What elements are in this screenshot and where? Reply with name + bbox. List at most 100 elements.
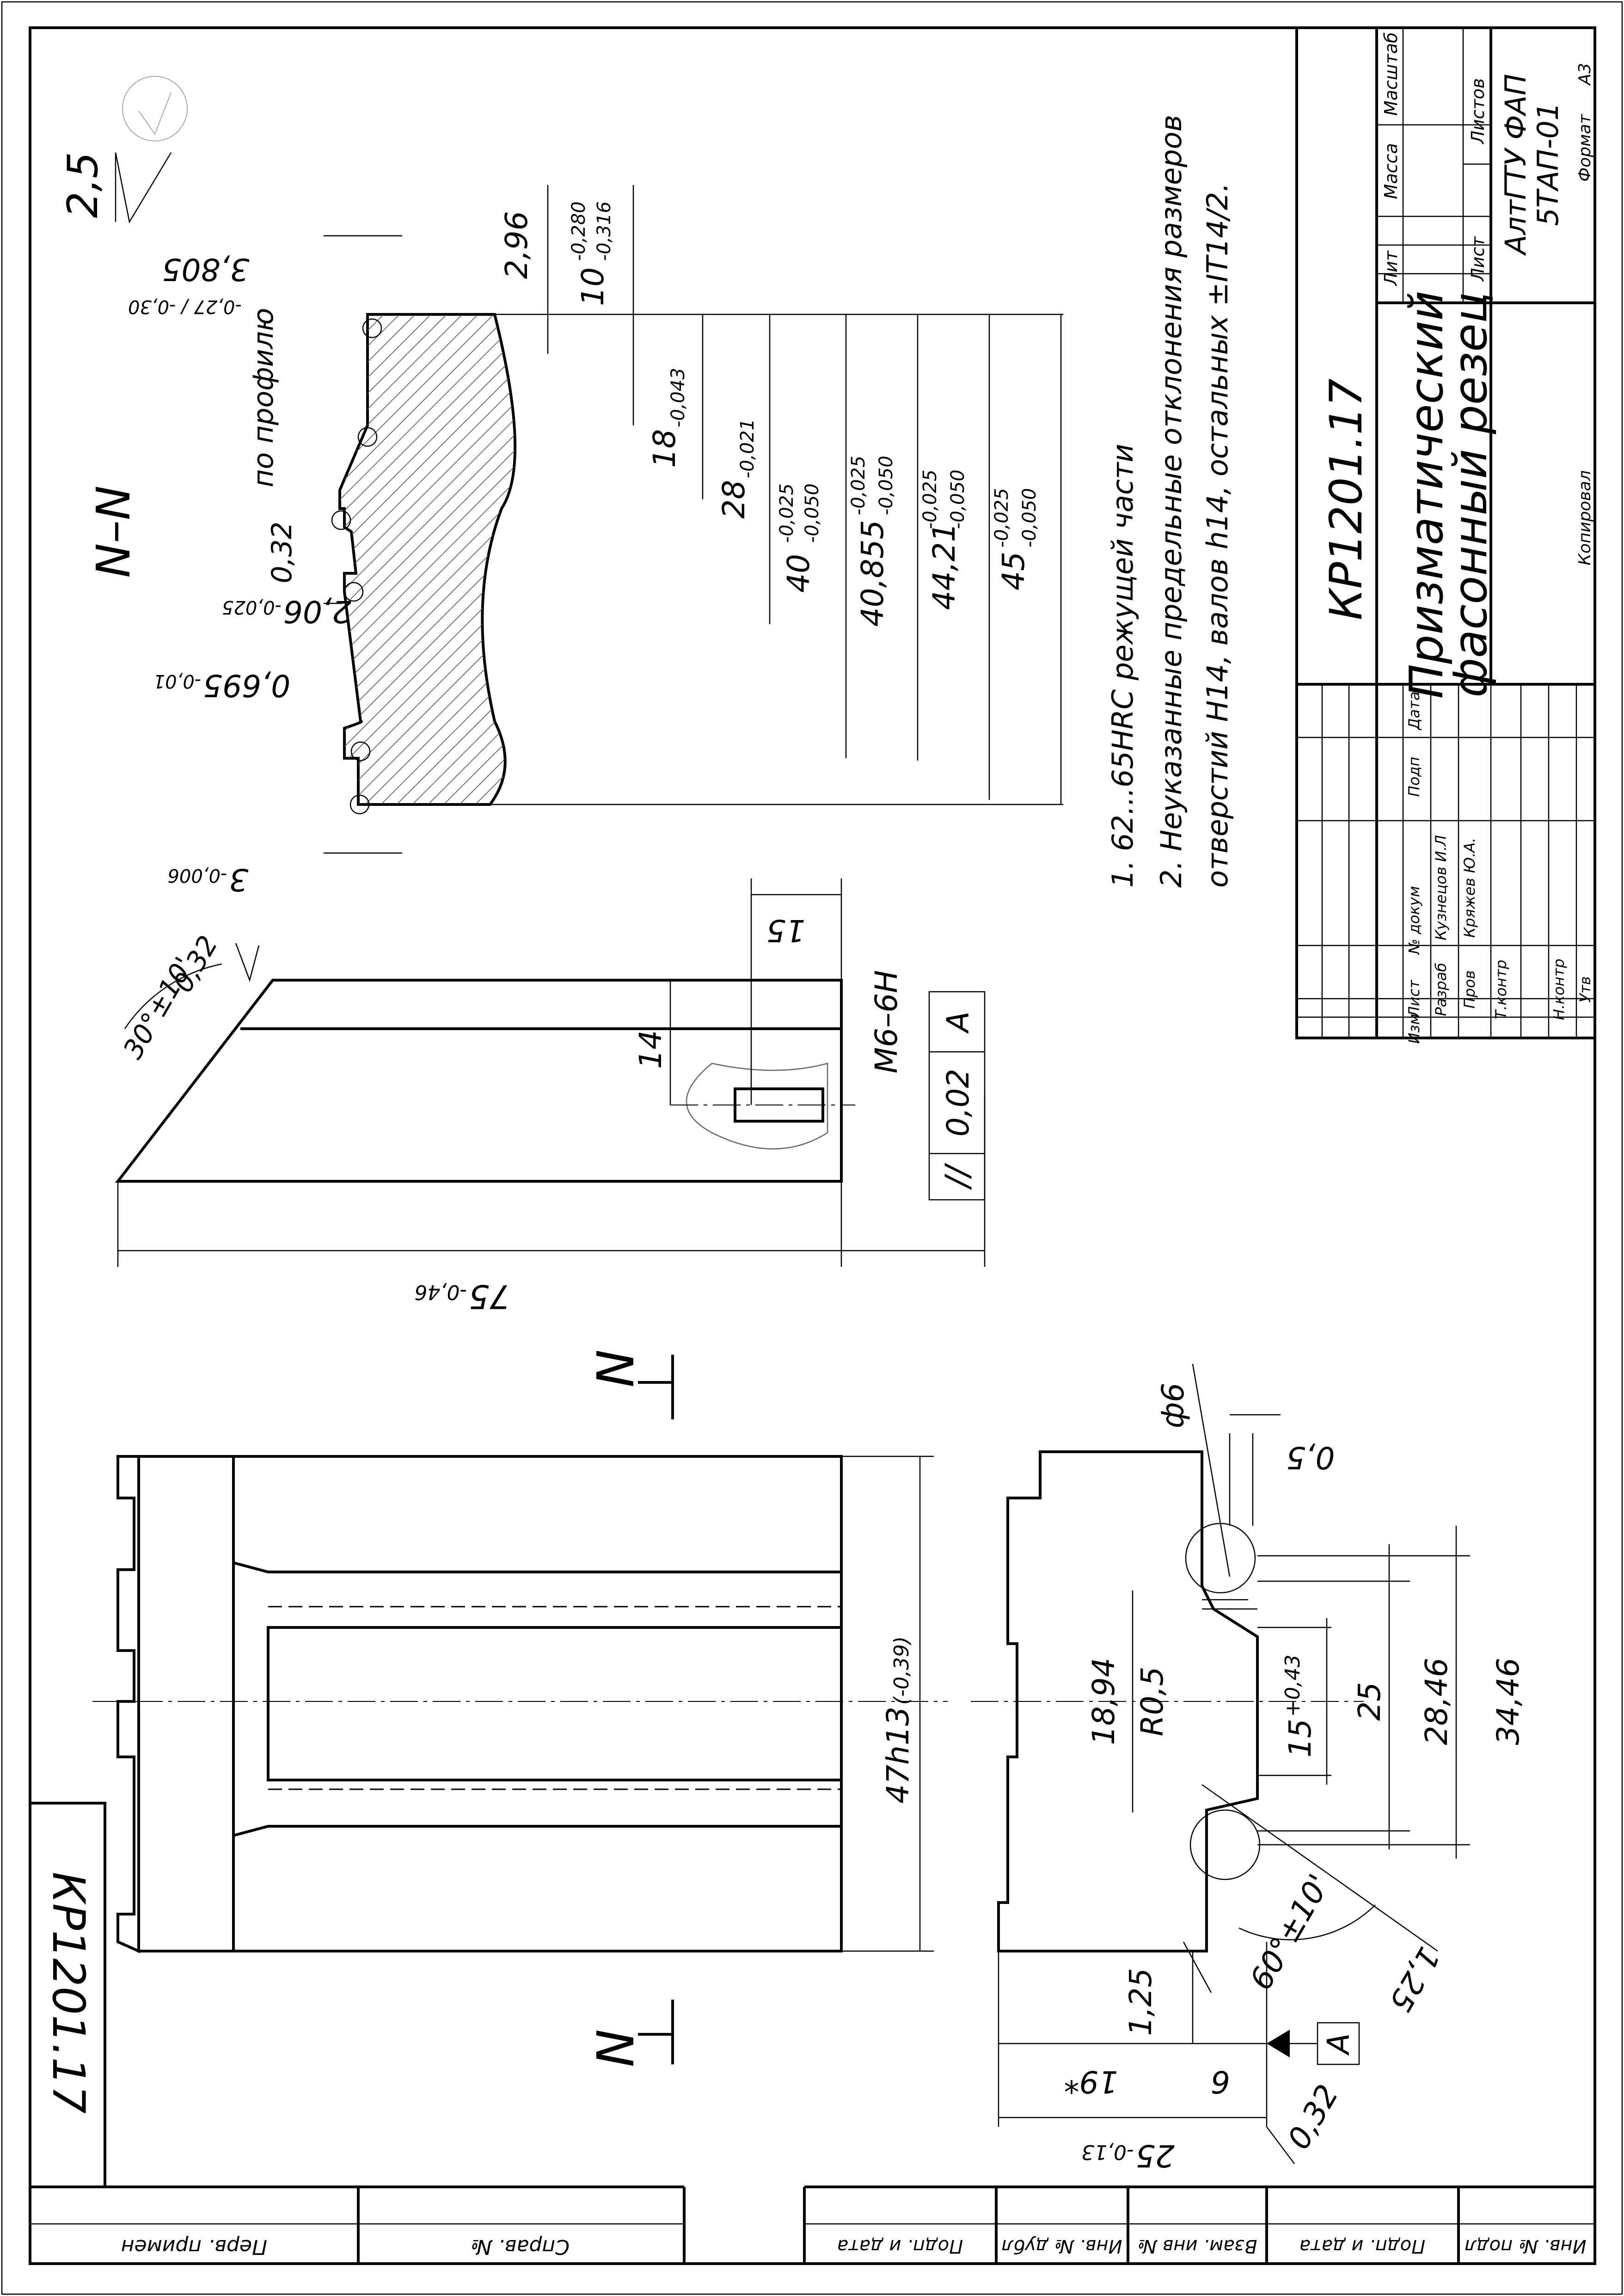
title-org-line2: 5ТАП-01 bbox=[1531, 102, 1565, 226]
section-nn-outline bbox=[0, 301, 517, 855]
dim-25-bottom: 25-0,13 bbox=[1081, 2138, 1175, 2173]
note-line-1: 1. 62...65HRC режущей части bbox=[1106, 444, 1140, 888]
rev-header-list: Лист bbox=[1405, 979, 1423, 1018]
hatch-line bbox=[340, 314, 477, 804]
cut-label-top: N bbox=[586, 1350, 645, 1387]
hatch-line bbox=[340, 314, 515, 804]
dim-15-bottom: 15+0,43 bbox=[1281, 1655, 1318, 1758]
role-razrab: Разраб bbox=[1432, 963, 1450, 1016]
dim-angle60: 60°±10' bbox=[1243, 1868, 1337, 1996]
dim-45: 45 bbox=[996, 552, 1031, 590]
title-col-lit: Лит bbox=[1381, 250, 1401, 286]
title-format-value: А3 bbox=[1575, 63, 1594, 86]
stamp-doc-code: КР1201.17 bbox=[43, 1872, 94, 2113]
hatch-line bbox=[340, 314, 515, 804]
hatch-line bbox=[340, 314, 515, 804]
title-org-line1: АлтГТУ ФАП bbox=[1499, 74, 1532, 256]
stamp-sign-date-1: Подп. и дата bbox=[837, 2235, 963, 2257]
hatch-line bbox=[340, 314, 515, 804]
dim-10-up: -0,280 bbox=[568, 202, 589, 261]
name-razrab: Кузнецов И.Л bbox=[1432, 835, 1450, 940]
side-view bbox=[115, 878, 986, 1267]
hatch-line bbox=[340, 314, 429, 804]
hatch-line bbox=[340, 314, 508, 804]
title-col-mass: Масса bbox=[1381, 143, 1401, 199]
dim-15-side: 15 bbox=[766, 913, 805, 948]
hatch-line bbox=[340, 314, 382, 804]
bottom-stamp bbox=[29, 1802, 1595, 2264]
title-sheets: Листов bbox=[1468, 78, 1488, 145]
hatch-line bbox=[340, 314, 515, 804]
dim-19: 19* bbox=[1064, 2064, 1118, 2100]
hatch-line bbox=[340, 314, 515, 804]
role-prov: Пров bbox=[1461, 970, 1478, 1009]
roughness-symbol bbox=[115, 76, 188, 224]
hatch-line bbox=[408, 314, 515, 804]
hatch-line bbox=[345, 314, 515, 804]
hatch-line bbox=[340, 314, 367, 804]
hatch-line bbox=[340, 314, 515, 804]
title-doc-code: КР1201.17 bbox=[1320, 378, 1372, 620]
drawing-frame bbox=[29, 26, 1596, 2265]
hatch-line bbox=[0, 301, 52, 855]
title-col-scale: Масштаб bbox=[1381, 32, 1401, 116]
dim-75: 75-0,46 bbox=[415, 1277, 510, 1315]
dim-125-a: 1,25 bbox=[1123, 1968, 1158, 2036]
rev-header-doc: № докум bbox=[1405, 886, 1423, 955]
stamp-sign-date-2: Подп. и дата bbox=[1299, 2235, 1425, 2257]
dim-6: 6 bbox=[1211, 2064, 1230, 2100]
hatch-line bbox=[0, 301, 288, 855]
dim-R05: R0,5 bbox=[1134, 1667, 1170, 1737]
hatch-line bbox=[340, 314, 515, 804]
hatch-line bbox=[0, 301, 20, 855]
hatch-line bbox=[340, 314, 515, 804]
dim-45-up: -0,025 bbox=[991, 488, 1012, 548]
hatch-line bbox=[340, 314, 515, 804]
hatch-line bbox=[340, 314, 515, 804]
datum-a: A bbox=[1321, 2033, 1356, 2056]
section-hatching bbox=[0, 301, 515, 855]
title-format-label: Формат bbox=[1575, 114, 1594, 182]
rev-header-sign: Подп bbox=[1405, 757, 1423, 797]
frame-tolerance: 0,02 bbox=[940, 1069, 976, 1137]
section-label: N–N bbox=[86, 485, 141, 578]
hatch-line bbox=[340, 314, 515, 804]
hatch-line bbox=[392, 314, 515, 804]
dim-18-tol: -0,043 bbox=[668, 368, 689, 428]
dim-25: 25 bbox=[1352, 1682, 1387, 1721]
dim-4421-lo: -0,050 bbox=[947, 470, 968, 529]
note-line-3: отверстий H14, валов h14, остальных ±IT1… bbox=[1201, 183, 1234, 888]
dim-28: 28 bbox=[716, 480, 752, 519]
hatch-line bbox=[377, 314, 515, 804]
bottom-roughness: 0,32 bbox=[1281, 2079, 1345, 2155]
name-prov: Кряжев Ю.А. bbox=[1461, 838, 1478, 938]
roughness-value: 2,5 bbox=[59, 152, 107, 218]
dim-40855-up: -0,025 bbox=[848, 456, 869, 516]
bottom-view bbox=[971, 1363, 1470, 2164]
dim-45-lo: -0,050 bbox=[1019, 488, 1040, 548]
hatch-line bbox=[340, 314, 515, 804]
dim-3: 3-0,006 bbox=[168, 862, 249, 897]
hatch-line bbox=[340, 314, 515, 804]
hatch-line bbox=[340, 314, 515, 804]
hatch-line bbox=[340, 314, 398, 804]
frame-datum: A bbox=[940, 1011, 976, 1034]
stamp-dup-inv: Инв. № дубл bbox=[1002, 2235, 1122, 2257]
hatch-line bbox=[424, 314, 515, 804]
note-line-2: 2. Неуказанные предельные отклонения раз… bbox=[1154, 115, 1188, 888]
thread-label: M6–6H bbox=[869, 970, 904, 1074]
hatch-line bbox=[340, 314, 461, 804]
hatch-line bbox=[340, 314, 515, 804]
hatch-line bbox=[340, 314, 515, 804]
hatch-line bbox=[0, 301, 83, 855]
dim-18: 18 bbox=[647, 429, 682, 468]
dim-3805: 3,805 bbox=[162, 252, 250, 287]
dim-47h13: 47h13(-0,39) bbox=[880, 1636, 916, 1804]
hatch-line bbox=[340, 314, 515, 804]
profile-note: по профилю bbox=[247, 308, 280, 487]
dim-phi6: ф6 bbox=[1155, 1383, 1191, 1428]
dim-10-lo: -0,316 bbox=[594, 202, 615, 261]
dim-4421: 44,21 bbox=[926, 523, 962, 610]
